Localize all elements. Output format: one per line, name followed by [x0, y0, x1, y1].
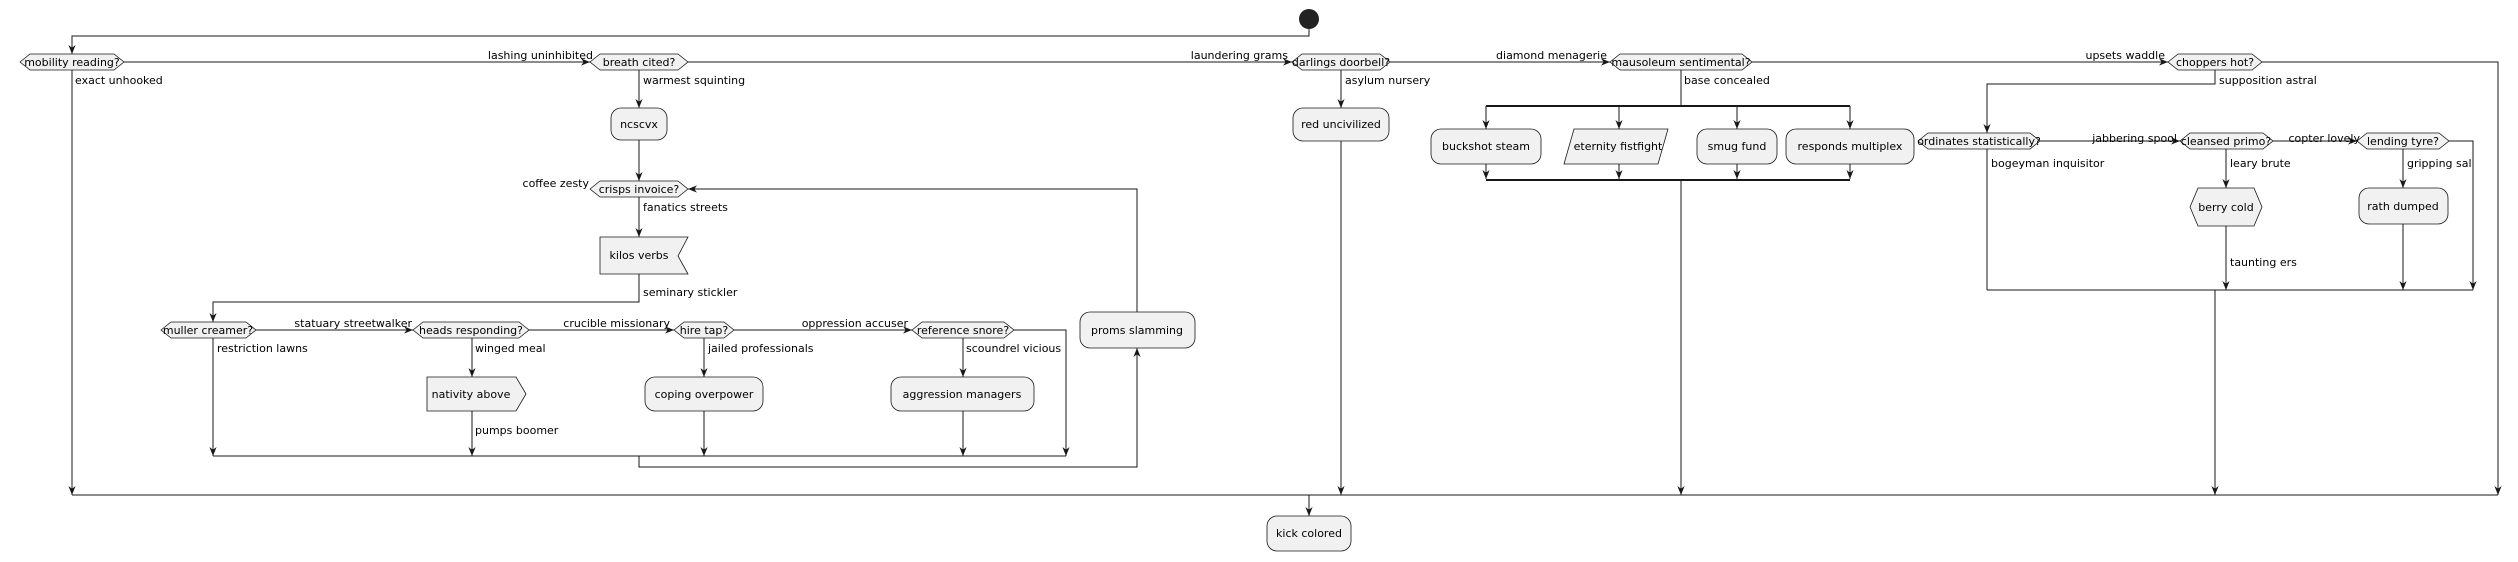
action-aggression: aggression managers	[890, 376, 1035, 412]
edge-label-scoundrel: scoundrel vicious	[966, 342, 1061, 355]
edge-label-pumps: pumps boomer	[475, 424, 559, 437]
edge-label-diamond: diamond menagerie	[1496, 49, 1607, 62]
edge-label-copter: copter lovely	[2289, 132, 2361, 145]
edge-label-coffee: coffee zesty	[523, 177, 590, 190]
decision-mausoleum-label: mausoleum sentimental?	[1611, 56, 1750, 69]
action-responds-label: responds multiplex	[1798, 140, 1903, 153]
decision-hire: hire tap?	[673, 321, 735, 339]
edge-label-jabbering: jabbering spool	[2091, 132, 2177, 145]
edge-label-crucible: crucible missionary	[563, 317, 670, 330]
action-nativity-label: nativity above	[432, 388, 511, 401]
decision-ordinates-label: ordinates statistically?	[1917, 135, 2041, 148]
action-proms-label: proms slamming	[1091, 324, 1183, 337]
action-kilos-label: kilos verbs	[610, 249, 669, 262]
decision-mobility: mobility reading?	[19, 53, 125, 71]
start-node	[1299, 9, 1319, 29]
decision-breath: breath cited?	[589, 53, 689, 71]
decision-hire-label: hire tap?	[680, 324, 729, 337]
action-eternity-label: eternity fistfight	[1574, 140, 1663, 153]
action-berry-label: berry cold	[2198, 201, 2253, 214]
action-red-label: red uncivilized	[1301, 118, 1381, 131]
decision-muller: muller creamer?	[160, 321, 257, 339]
decision-ordinates: ordinates statistically?	[1917, 132, 2041, 150]
decision-cleansed: cleansed primo?	[2179, 132, 2274, 150]
decision-heads-label: heads responding?	[419, 324, 523, 337]
decision-choppers-label: choppers hot?	[2176, 56, 2254, 69]
action-ncscvx: ncscvx	[610, 107, 668, 141]
edge-label-taunting: taunting ers	[2230, 256, 2297, 269]
edge-label-lashing: lashing uninhibited	[488, 49, 593, 62]
action-rath-label: rath dumped	[2367, 200, 2438, 213]
action-smug: smug fund	[1696, 128, 1778, 165]
action-ncscvx-label: ncscvx	[620, 118, 658, 131]
action-coping-label: coping overpower	[655, 388, 754, 401]
edge-label-winged: winged meal	[475, 342, 546, 355]
action-coping: coping overpower	[644, 376, 764, 412]
decision-breath-label: breath cited?	[603, 56, 676, 69]
decision-heads: heads responding?	[412, 321, 530, 339]
action-buckshot: buckshot steam	[1430, 128, 1542, 165]
edge-label-asylum: asylum nursery	[1345, 74, 1431, 87]
decision-reference: reference snore?	[911, 321, 1015, 339]
decision-lending: lending tyre?	[2356, 132, 2450, 150]
decision-darlings-label: darlings doorbell?	[1292, 56, 1390, 69]
connectors	[68, 29, 2502, 516]
decision-reference-label: reference snore?	[917, 324, 1010, 337]
edge-label-restriction: restriction lawns	[217, 342, 308, 355]
action-buckshot-label: buckshot steam	[1442, 140, 1530, 153]
action-smug-label: smug fund	[1708, 140, 1767, 153]
decision-muller-label: muller creamer?	[163, 324, 253, 337]
action-kilos: kilos verbs	[599, 236, 689, 275]
edge-label-upsets: upsets waddle	[2085, 49, 2165, 62]
decision-mobility-label: mobility reading?	[24, 56, 120, 69]
edge-label-warmest: warmest squinting	[643, 74, 745, 87]
decision-lending-label: lending tyre?	[2367, 135, 2439, 148]
decision-darlings: darlings doorbell?	[1291, 53, 1391, 71]
decision-choppers: choppers hot?	[2167, 53, 2263, 71]
decision-mausoleum: mausoleum sentimental?	[1609, 53, 1753, 71]
action-nativity: nativity above	[426, 376, 527, 412]
action-responds: responds multiplex	[1785, 128, 1915, 165]
edge-label-supposition: supposition astral	[2219, 74, 2317, 87]
action-kick-label: kick colored	[1276, 527, 1342, 540]
action-rath: rath dumped	[2358, 187, 2449, 225]
edge-label-base: base concealed	[1684, 74, 1770, 87]
edge-label-leary: leary brute	[2230, 157, 2291, 170]
edge-label-laundering: laundering grams	[1191, 49, 1288, 62]
action-kick: kick colored	[1266, 515, 1352, 552]
action-berry: berry cold	[2189, 187, 2263, 227]
edge-label-exact: exact unhooked	[75, 74, 163, 87]
edge-label-fanatics: fanatics streets	[643, 201, 728, 214]
decision-cleansed-label: cleansed primo?	[2181, 135, 2272, 148]
action-red: red uncivilized	[1292, 107, 1390, 142]
action-aggression-label: aggression managers	[903, 388, 1022, 401]
edge-label-oppression: oppression accuser	[802, 317, 909, 330]
action-eternity: eternity fistfight	[1563, 128, 1669, 165]
decision-crisps-label: crisps invoice?	[599, 183, 680, 196]
action-proms: proms slamming	[1079, 311, 1196, 349]
edge-label-bogeyman: bogeyman inquisitor	[1991, 157, 2105, 170]
edge-label-gripping: gripping sal	[2407, 157, 2472, 170]
decision-crisps: crisps invoice?	[589, 180, 689, 198]
edge-labels: lashing uninhibited exact unhooked warme…	[75, 49, 2472, 437]
edge-label-seminary: seminary stickler	[643, 286, 738, 299]
edge-label-statuary: statuary streetwalker	[294, 317, 412, 330]
edge-label-jailed: jailed professionals	[707, 342, 814, 355]
